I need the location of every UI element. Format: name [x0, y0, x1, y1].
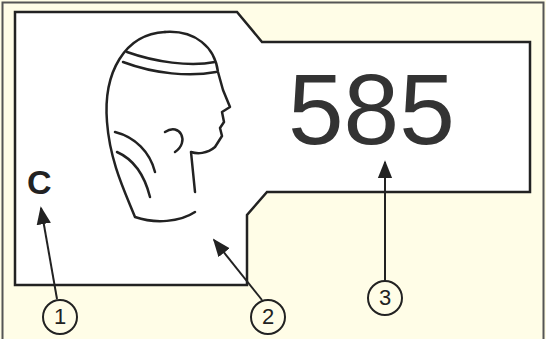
- hallmark-outline: [15, 12, 530, 285]
- head-profile: [107, 32, 230, 221]
- hallmark-stamp: C 585: [15, 12, 530, 285]
- callout-number: 2: [262, 306, 274, 328]
- callout-circles: [43, 281, 402, 334]
- callout-number: 1: [54, 306, 66, 328]
- callout-number: 3: [379, 287, 391, 309]
- fineness-number: 585: [288, 59, 455, 159]
- panel-frame: [3, 3, 544, 339]
- leader-arrows: [41, 162, 385, 300]
- letter-mark: C: [27, 165, 52, 199]
